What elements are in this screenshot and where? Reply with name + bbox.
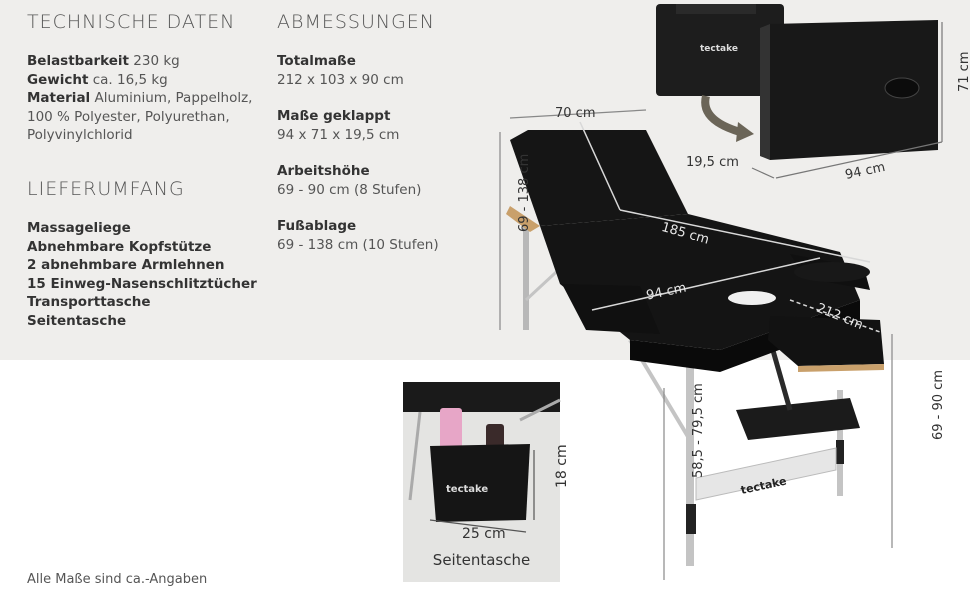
bottle-pink: [440, 408, 462, 452]
footrest: [736, 398, 860, 440]
headrest: [768, 316, 884, 366]
folded-label: Maße geklappt: [277, 108, 391, 124]
case-side: [760, 24, 770, 160]
folded-value: 94 x 71 x 19,5 cm: [277, 126, 400, 143]
side-bag-caption: Seitentasche: [432, 551, 531, 569]
delivery-item: Abnehmbare Kopfstütze: [27, 238, 212, 255]
load-label: Belastbarkeit: [27, 53, 129, 69]
armrest-left: [562, 284, 660, 334]
delivery-item: 15 Einweg-Nasenschlitztücher: [27, 275, 257, 292]
inset-leg: [408, 411, 422, 501]
delivery-list: Massageliege Abnehmbare Kopfstütze 2 abn…: [27, 219, 267, 330]
dim-line-70: [509, 109, 647, 119]
footrest-label: Fußablage: [277, 218, 357, 234]
dims-heading: ABMESSUNGEN: [277, 11, 436, 33]
load-value: 230 kg: [133, 53, 180, 69]
bag-dim-25-label: 25 cm: [462, 526, 506, 542]
wood-frame: [506, 206, 540, 232]
case-face-cushion: [884, 77, 920, 99]
backrest-cushion: [510, 130, 688, 226]
total-value: 212 x 103 x 90 cm: [277, 71, 404, 88]
case-dim-195-label: 19,5 cm: [686, 155, 739, 170]
dim-line-25: [429, 519, 527, 533]
material-value-cont: 100 % Polyester, Polyurethan,: [27, 108, 230, 125]
face-cutout: [728, 291, 776, 305]
inset-brace: [519, 398, 561, 422]
dim-line-212: [789, 299, 881, 333]
case-back: [656, 4, 784, 96]
bag-brand: tectake: [446, 484, 488, 495]
dim-70-label: 70 cm: [555, 106, 596, 121]
case-dim-94-label: 94 cm: [844, 160, 887, 183]
dim-69-138-label: 69 - 138 cm: [517, 154, 532, 232]
main-cushion-side: [630, 300, 860, 372]
delivery-item: Seitentasche: [27, 312, 127, 329]
side-bag-body: [430, 444, 530, 522]
footnote: Alle Maße sind ca.-Angaben: [27, 572, 208, 587]
delivery-heading: LIEFERUMFANG: [27, 178, 185, 200]
case-front: [770, 20, 938, 160]
leg-clip: [836, 440, 844, 464]
bag-dim-18-label: 18 cm: [554, 444, 570, 488]
delivery-item: Massageliege: [27, 220, 131, 236]
dim-line-195: [751, 167, 775, 179]
weight-label: Gewicht: [27, 71, 89, 88]
massage-table: tectake 70 cm 185 cm 94 cm 212 cm 69 - 1…: [499, 106, 946, 580]
case-brand: tectake: [700, 44, 738, 54]
material-value-cont: Polyvinylchlorid: [27, 127, 133, 143]
dim-line-185-b: [619, 209, 871, 263]
folded-case: tectake 19,5 cm 94 cm 71 cm: [656, 4, 970, 183]
leg-clip: [686, 504, 696, 534]
fold-arrow-head-icon: [736, 122, 754, 142]
work-height-label: Arbeitshöhe: [277, 163, 370, 179]
tech-heading: TECHNISCHE DATEN: [27, 11, 236, 33]
tech-specs: Belastbarkeit 230 kg Gewicht ca. 16,5 kg…: [27, 52, 267, 145]
headrest-wood: [798, 364, 884, 372]
brand-crossbar: [695, 447, 837, 501]
material-value: Aluminium, Pappelholz,: [94, 90, 253, 106]
dim-line-94-table: [591, 257, 821, 311]
inset-table-edge: [403, 382, 560, 412]
fold-arrow-icon: [701, 95, 742, 136]
weight-value: ca. 16,5 kg: [92, 71, 168, 88]
total-label: Totalmaße: [277, 53, 356, 69]
case-dim-71-label: 71 cm: [957, 52, 970, 93]
dims-specs: Totalmaße 212 x 103 x 90 cm Maße geklapp…: [277, 52, 477, 254]
footrest-value: 69 - 138 cm (10 Stufen): [277, 236, 439, 253]
delivery-item: Transporttasche: [27, 294, 151, 310]
dim-58-79-label: 58,5 - 79,5 cm: [691, 383, 706, 478]
dim-line-185: [579, 121, 621, 211]
work-height-value: 69 - 90 cm (8 Stufen): [277, 181, 422, 198]
delivery-item: 2 abnehmbare Armlehnen: [27, 257, 225, 273]
dim-line-94: [775, 141, 943, 179]
side-bag: tectake 25 cm 18 cm: [403, 382, 570, 542]
headrest-pillow: [794, 262, 870, 282]
case-handle: [676, 4, 756, 14]
dim-69-90-label: 69 - 90 cm: [931, 370, 946, 440]
material-label: Material: [27, 90, 91, 106]
